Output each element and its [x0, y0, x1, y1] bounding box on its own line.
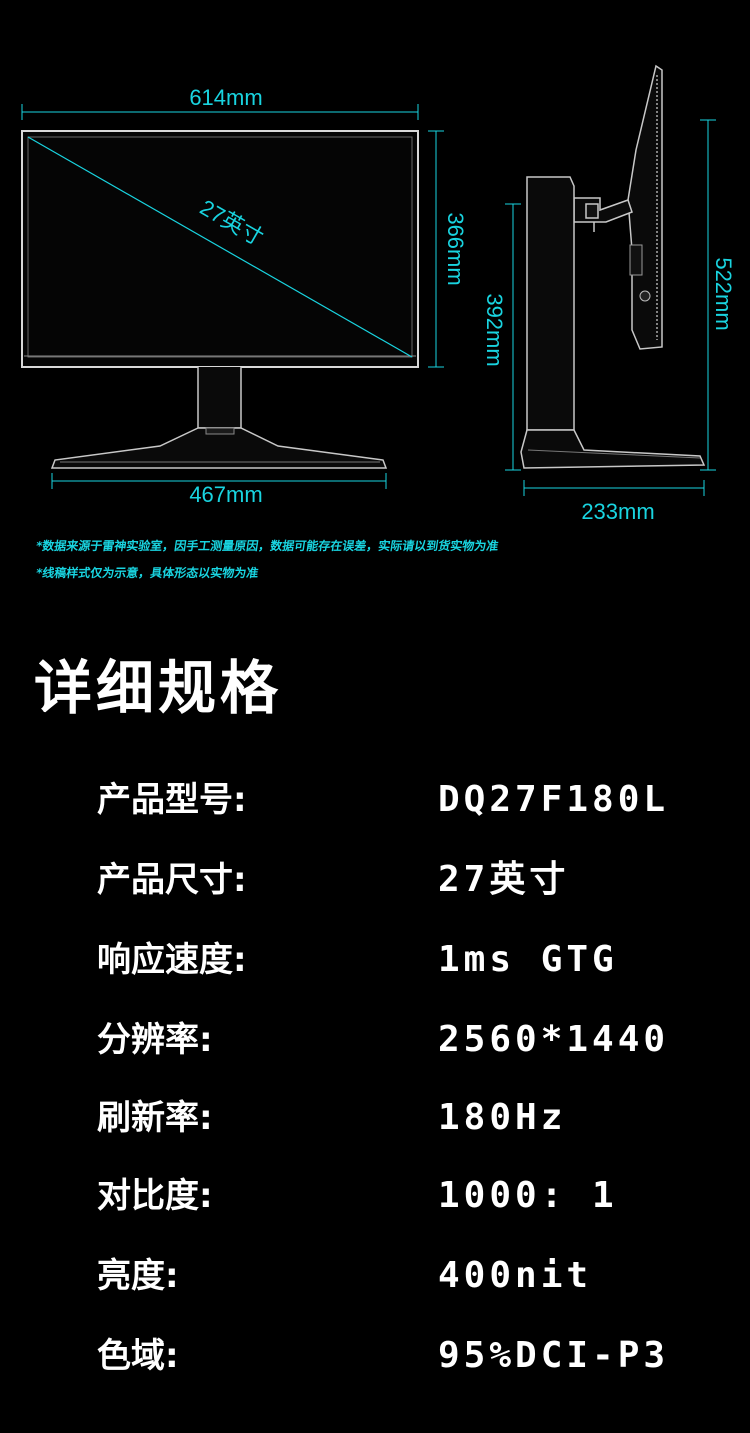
side-depth-dimension [523, 480, 705, 496]
panel-height-dimension [428, 130, 444, 368]
side-depth-label: 233mm [581, 499, 654, 524]
spec-row-response-time: 响应速度: 1ms GTG [0, 930, 750, 990]
front-width-dimension [21, 104, 419, 120]
side-stand [520, 176, 706, 469]
side-height-high-label: 522mm [711, 257, 736, 330]
panel-height-label: 366mm [443, 212, 468, 285]
spec-row-contrast: 对比度: 1000: 1 [0, 1166, 750, 1226]
specs-title: 详细规格 [34, 654, 283, 722]
front-monitor-panel [21, 130, 419, 368]
spec-value: 1000: 1 [438, 1175, 618, 1216]
spec-row-resolution: 分辨率: 2560*1440 [0, 1010, 750, 1070]
spec-label: 分辨率: [97, 1020, 213, 1060]
spec-label: 产品型号: [97, 780, 247, 820]
disclaimer-note-illustration: *线稿样式仅为示意，具体形态以实物为准 [35, 566, 260, 580]
spec-label: 产品尺寸: [97, 860, 247, 900]
spec-label: 亮度: [97, 1256, 179, 1296]
spec-value: DQ27F180L [438, 779, 670, 820]
monitor-dimension-diagram: 614mm 27英寸 366mm 467mm [21, 64, 736, 524]
side-height-high-dimension [700, 119, 716, 471]
spec-value: 400nit [438, 1255, 593, 1296]
spec-row-model: 产品型号: DQ27F180L [0, 770, 750, 830]
spec-row-color-gamut: 色域: 95%DCI-P3 [0, 1326, 750, 1386]
side-hinge [573, 197, 633, 232]
diagonal-line [27, 136, 413, 358]
spec-value: 1ms GTG [438, 939, 618, 980]
spec-row-brightness: 亮度: 400nit [0, 1246, 750, 1306]
spec-label: 色域: [97, 1336, 179, 1376]
spec-row-refresh-rate: 刷新率: 180Hz [0, 1088, 750, 1148]
disclaimer-note-measurement: *数据来源于雷神实验室，因手工测量原因，数据可能存在误差，实际请以到货实物为准 [35, 539, 500, 553]
spec-value: 180Hz [438, 1097, 567, 1138]
disclaimer-notes: *数据来源于雷神实验室，因手工测量原因，数据可能存在误差，实际请以到货实物为准 … [35, 533, 736, 587]
spec-value: 2560*1440 [438, 1019, 670, 1060]
base-width-label: 467mm [189, 482, 262, 507]
base-width-dimension [51, 473, 387, 489]
spec-value: 27英寸 [438, 859, 570, 900]
spec-value: 95%DCI-P3 [438, 1335, 670, 1376]
side-monitor-panel [627, 64, 663, 350]
side-height-low-dimension [505, 203, 521, 471]
spec-row-size: 产品尺寸: 27英寸 [0, 850, 750, 910]
spec-label: 对比度: [97, 1176, 213, 1216]
side-height-low-label: 392mm [482, 293, 507, 366]
spec-label: 刷新率: [97, 1098, 213, 1138]
spec-label: 响应速度: [97, 940, 247, 980]
front-stand [50, 367, 388, 469]
front-width-label: 614mm [189, 85, 262, 110]
